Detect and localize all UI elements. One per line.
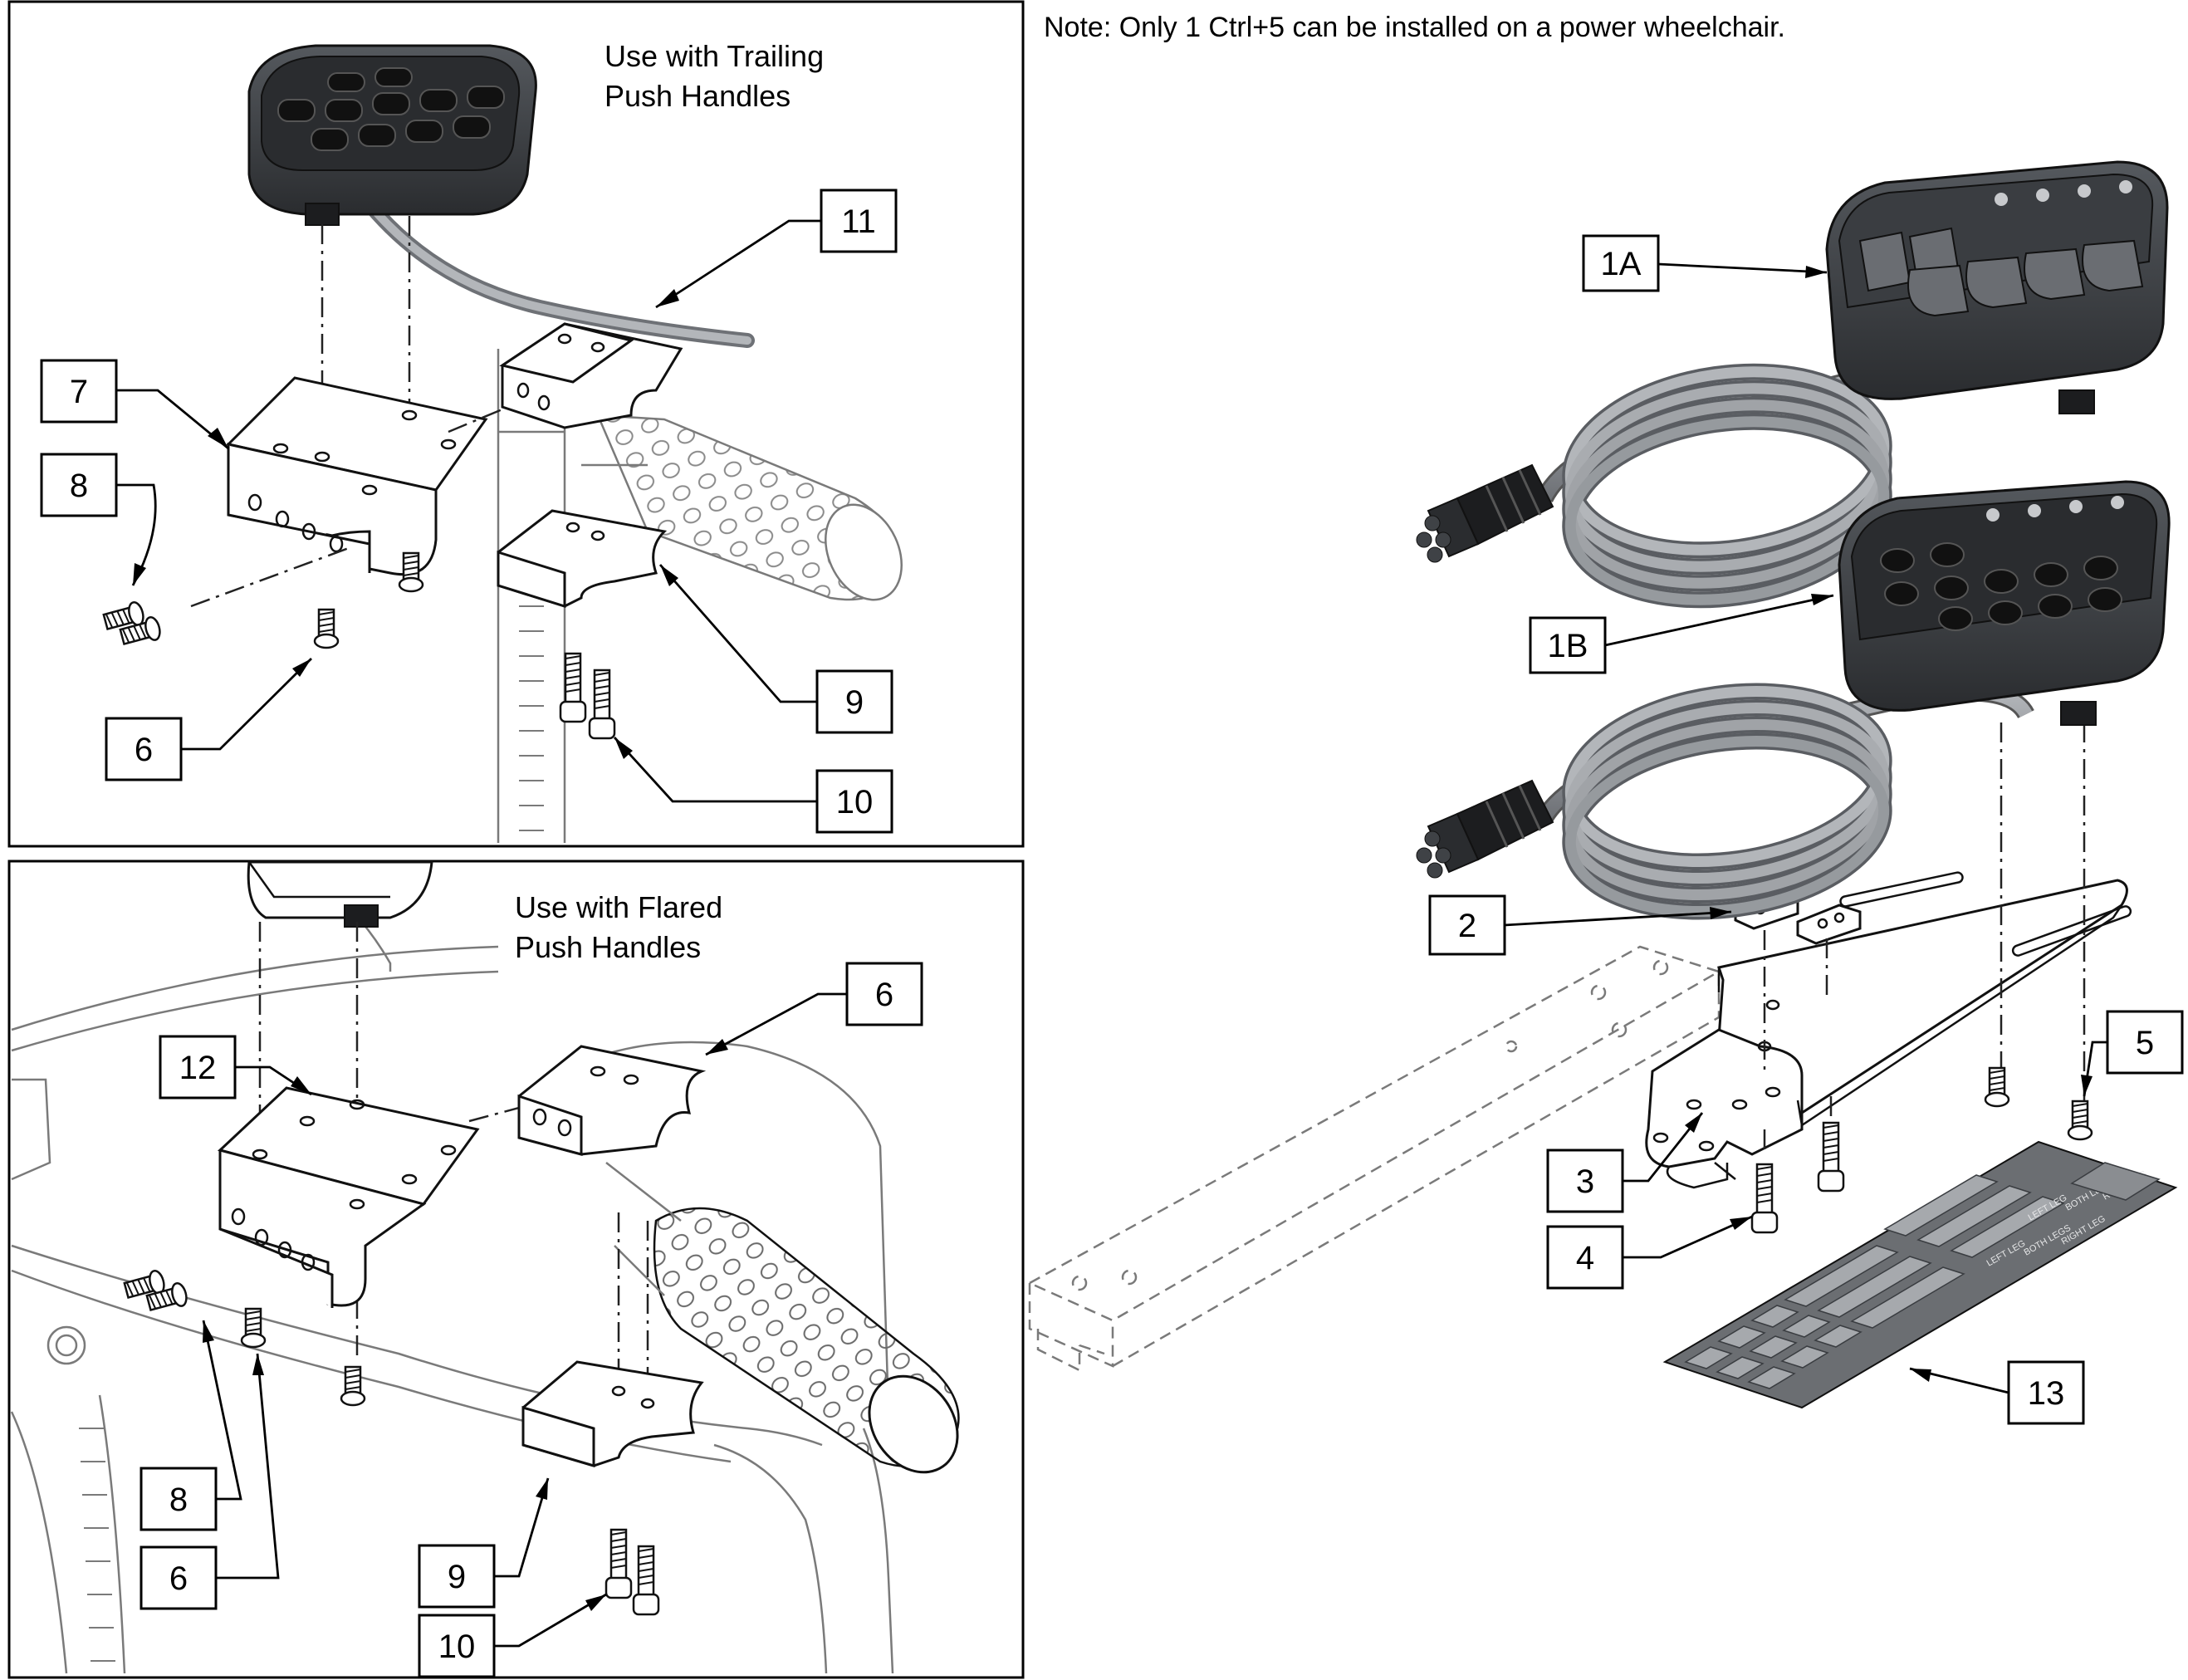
callout-2: 2	[1458, 908, 1476, 944]
trailing-title-line2: Push Handles	[605, 79, 791, 113]
flared-handle-grip-icon	[605, 1162, 960, 1474]
callout-6-flared-bottom: 6	[169, 1560, 188, 1597]
clamp-top-part-11	[499, 322, 683, 429]
trailing-ghost-scale	[519, 580, 544, 831]
bolt-icon	[588, 669, 616, 740]
bolt-icon	[2067, 1100, 2093, 1141]
control-module-1b-icon	[1838, 480, 2171, 726]
bolt-icon	[605, 1528, 633, 1599]
flared-title-line1: Use with Flared	[515, 890, 722, 924]
callout-7: 7	[70, 374, 88, 410]
bolt-icon	[1984, 1066, 2010, 1108]
callout-13: 13	[2028, 1375, 2065, 1412]
bracket-part-12	[218, 1086, 480, 1308]
installation-note: Note: Only 1 Ctrl+5 can be installed on …	[1044, 12, 1785, 43]
callout-8: 8	[70, 468, 88, 504]
callout-4: 4	[1576, 1240, 1594, 1276]
trailing-module-cable	[358, 192, 755, 348]
bolt-icon	[340, 1365, 366, 1407]
bolt-icon	[398, 551, 424, 593]
flared-panel: Use with Flared Push Handles	[10, 860, 960, 1678]
bracket-part-7	[226, 376, 488, 576]
control-module-1a-icon	[1825, 160, 2169, 414]
flared-ghost-frame	[10, 862, 894, 1674]
trailing-control-module-icon	[247, 44, 537, 226]
callout-8-flared: 8	[169, 1482, 188, 1518]
callout-12: 12	[179, 1050, 217, 1086]
cable-connector-icon	[1416, 463, 1554, 563]
bolt-icon	[313, 608, 340, 649]
callout-9-flared: 9	[448, 1559, 466, 1595]
clamp-bottom-part-9	[497, 509, 668, 609]
label-sheet-part-13: LEFT LEG BOTH LEGS RIGHT LEG LEFT LEG BO…	[1662, 1140, 2178, 1409]
clamp-bottom-part-9-flared	[521, 1360, 704, 1468]
callout-9: 9	[845, 684, 864, 721]
callout-5: 5	[2136, 1025, 2154, 1061]
bolt-icon	[240, 1307, 267, 1349]
trailing-panel: Use with Trailing Push Handles	[40, 39, 903, 843]
main-assembly: LEFT LEG BOTH LEGS RIGHT LEG LEFT LEG BO…	[1027, 160, 2184, 1425]
cable-connector-icon	[1416, 779, 1554, 879]
ghost-mounting-plate	[1027, 945, 1722, 1373]
flared-panel-frame	[7, 860, 1025, 1679]
callout-11: 11	[841, 203, 876, 240]
trailing-title-line1: Use with Trailing	[605, 39, 824, 73]
callout-1b: 1B	[1548, 628, 1588, 664]
bolt-icon	[632, 1545, 660, 1616]
clamp-top-part-6	[517, 1045, 707, 1156]
cable-coil-1b	[1536, 683, 2034, 920]
mounting-plate-part-3	[1645, 871, 2132, 1189]
flared-control-module-icon	[247, 860, 433, 928]
trailing-panel-frame	[7, 0, 1025, 848]
callout-10: 10	[836, 784, 874, 820]
callout-6: 6	[135, 732, 153, 768]
callout-6-flared-top: 6	[875, 977, 893, 1013]
callout-3: 3	[1576, 1163, 1594, 1200]
flared-title-line2: Push Handles	[515, 930, 701, 964]
bolt-icon	[1750, 1163, 1779, 1234]
callout-10-flared: 10	[438, 1629, 476, 1665]
bolt-icon	[1817, 1121, 1845, 1193]
callout-1a: 1A	[1601, 246, 1642, 282]
